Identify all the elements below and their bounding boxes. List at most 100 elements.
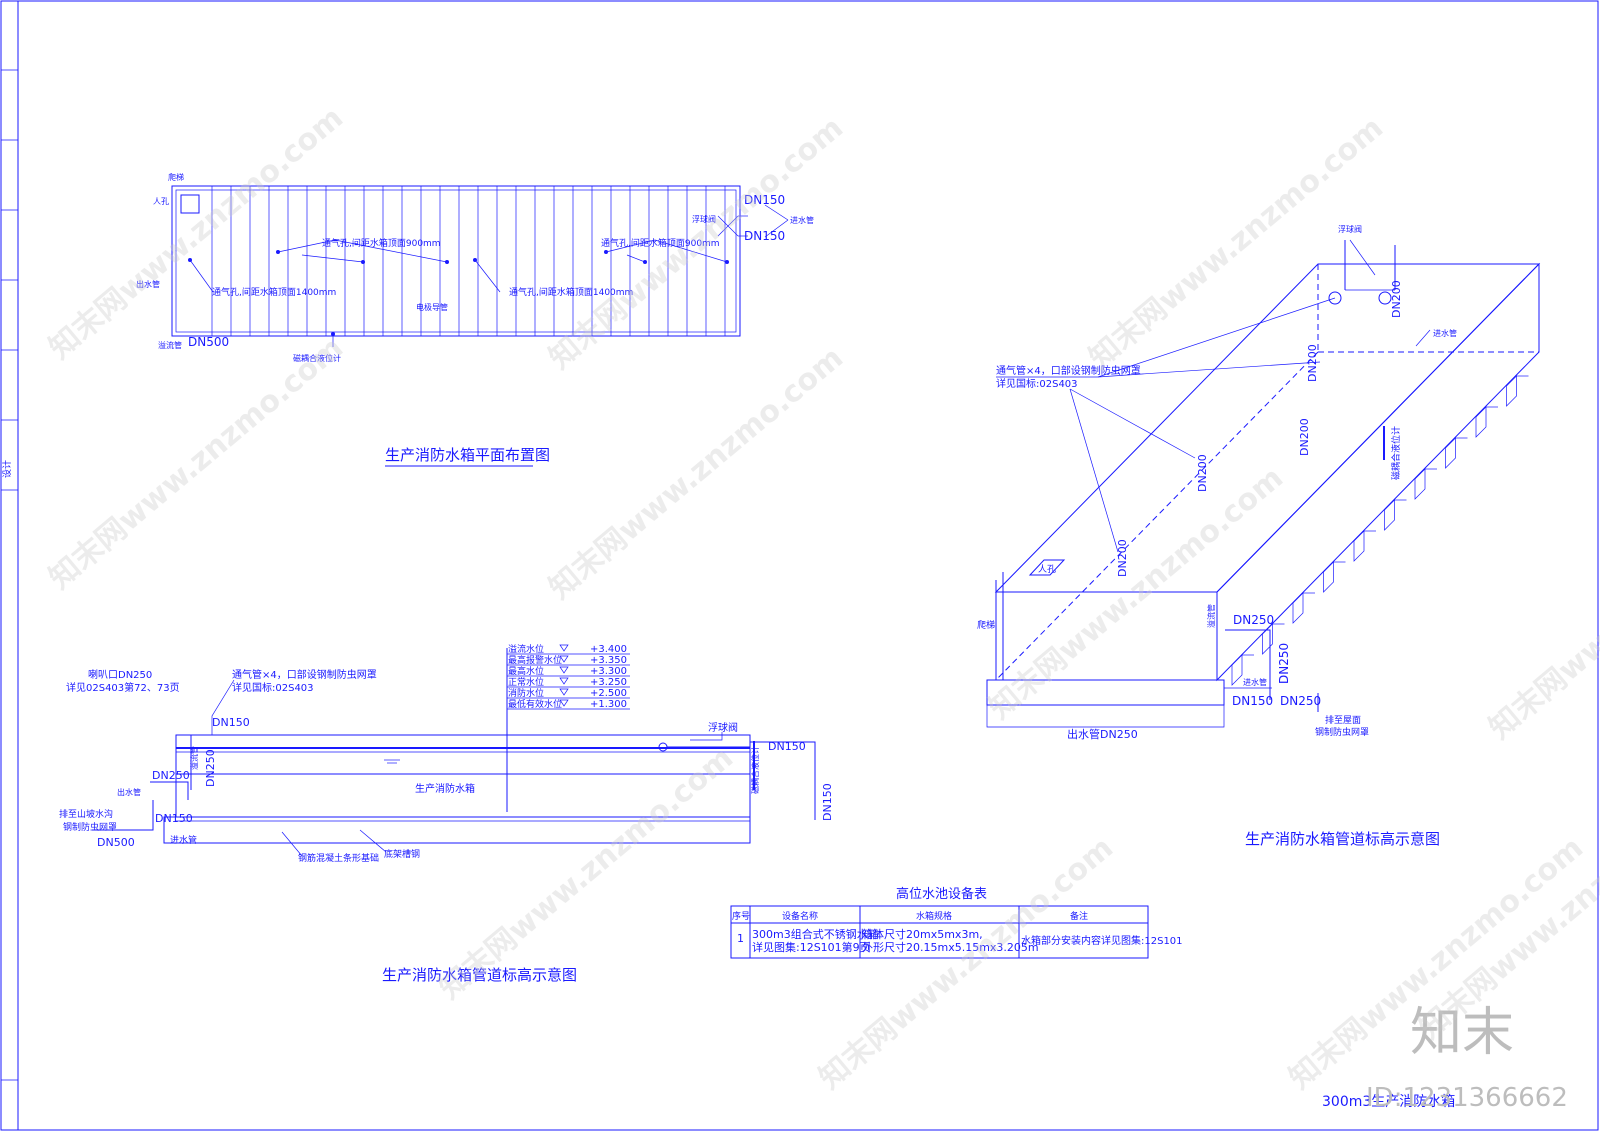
- iso-foundation-block: [1445, 437, 1456, 469]
- watermark-text: 知末网www.znzmo.com: [43, 330, 350, 596]
- table-cell-spec-1: 箱体尺寸20mx5mx3m,: [862, 927, 983, 941]
- table-cell-spec-2: 外形尺寸20.15mx5.15mx3.205m: [862, 940, 1039, 954]
- level-value: +3.250: [590, 677, 627, 688]
- iso-foundation-block: [1506, 375, 1517, 407]
- plan-label-vent-short-2: 通气孔,间距水箱顶面1400mm: [509, 286, 633, 298]
- section-label-dn150-v: DN150: [821, 783, 834, 821]
- iso-label-inlet-lower: 进水管: [1243, 677, 1267, 687]
- iso-label-roof-2: 钢制防虫网罩: [1315, 726, 1369, 738]
- table-cell-name-1: 300m3组合式不锈钢水箱: [752, 927, 879, 941]
- section-label-float-valve: 浮球阀: [708, 721, 738, 734]
- table-header-note: 备注: [1070, 910, 1088, 922]
- level-value: +3.400: [590, 644, 627, 655]
- level-name: 最低有效水位: [508, 698, 562, 710]
- iso-label-dn200-b: DN200: [1298, 418, 1311, 456]
- iso-label-outlet: 出水管DN250: [1067, 727, 1138, 741]
- iso-manhole: [1028, 559, 1066, 576]
- section-label-vent-2: 详见国标:02S403: [232, 681, 314, 694]
- table-cell-no: 1: [737, 932, 744, 945]
- plan-rib-lines: [211, 186, 726, 336]
- plan-tank-inner: [175, 189, 737, 333]
- plan-label-vent-long-2: 通气孔,间距水箱顶面900mm: [601, 237, 720, 249]
- logo: 知末: [1410, 1003, 1514, 1063]
- level-name: 最高水位: [508, 665, 544, 677]
- drawing-id: ID:1231366662: [1366, 1083, 1568, 1113]
- iso-label-dn250-a: DN250: [1233, 613, 1274, 627]
- section-label-dn150-b: DN150: [155, 812, 193, 825]
- iso-vent-note-2: 详见国标:02S403: [996, 377, 1078, 390]
- table-title: 高位水池设备表: [896, 886, 987, 902]
- plan-label-vent-long-1: 通气孔,间距水箱顶面900mm: [322, 237, 441, 249]
- section-label-outlet: 出水管: [117, 787, 141, 797]
- section-label-vent-1: 通气管×4，口部设钢制防虫网罩: [232, 668, 377, 681]
- plan-label-electrode: 电极导管: [416, 302, 448, 312]
- section-label-foundation: 钢筋混凝土条形基础: [298, 852, 379, 864]
- plan-label-manhole: 人孔: [153, 197, 169, 206]
- iso-view: 人孔 爬梯 浮球阀 DN200 进水管 通气管×4，口部设钢制防虫网罩 详见国标…: [977, 224, 1541, 848]
- iso-label-dn150: DN150: [1232, 694, 1273, 708]
- section-label-level-gauge: 磁耦合液位计: [750, 746, 760, 794]
- iso-label-dn200-a: DN200: [1306, 344, 1319, 382]
- iso-foundation-block: [1292, 592, 1304, 624]
- section-view: 溢流水位+3.400最高报警水位+3.350最高水位+3.300正常水位+3.2…: [59, 643, 834, 984]
- section-label-bell-1: 喇叭口DN250: [88, 669, 152, 681]
- level-name: 溢流水位: [508, 643, 544, 655]
- level-marker: [559, 688, 569, 696]
- iso-label-manhole: 人孔: [1038, 564, 1056, 575]
- section-label-dn250: DN250: [152, 769, 190, 782]
- watermark-text: 知末网www.znzmo.com: [543, 340, 850, 606]
- iso-foundation-block: [1323, 561, 1334, 593]
- section-label-dn250-v: DN250: [204, 749, 217, 787]
- iso-foundation-block: [1353, 530, 1365, 562]
- level-marker: [559, 655, 569, 663]
- iso-foundation-block: [1414, 468, 1426, 500]
- plan-label-dn150-b: DN150: [744, 229, 785, 243]
- level-marker: [559, 644, 569, 652]
- plan-view: 爬梯 人孔 出水管 溢流管 DN500 通气孔,间距水箱顶面900mm 通气孔,…: [136, 172, 814, 467]
- iso-vent-note-1: 通气管×4，口部设钢制防虫网罩: [996, 364, 1141, 377]
- level-value: +1.300: [590, 699, 627, 710]
- iso-foundation-block: [1231, 654, 1243, 686]
- plan-title: 生产消防水箱平面布置图: [385, 446, 550, 464]
- iso-label-float-valve: 浮球阀: [1338, 224, 1362, 234]
- iso-foundation-block: [1475, 406, 1487, 438]
- water-level-table: 溢流水位+3.400最高报警水位+3.350最高水位+3.300正常水位+3.2…: [507, 643, 630, 710]
- section-label-drain-2: 钢制防虫网罩: [63, 821, 117, 833]
- iso-foundation-block: [1262, 623, 1273, 655]
- iso-label-dn250-b: DN250: [1277, 643, 1291, 684]
- iso-top-face: [994, 263, 1541, 593]
- iso-label-dn200-c: DN200: [1196, 454, 1209, 492]
- plan-label-ladder: 爬梯: [168, 172, 184, 182]
- level-value: +3.300: [590, 666, 627, 677]
- left-strip-ticks: [1, 69, 18, 1081]
- iso-label-dn200-d: DN200: [1116, 539, 1129, 577]
- plan-label-vent-short-1: 通气孔,间距水箱顶面1400mm: [212, 286, 336, 298]
- table-cell-name-2: 详见图集:12S101第9页: [752, 940, 871, 954]
- section-base: [163, 816, 751, 844]
- table-header-spec: 水箱规格: [916, 910, 952, 922]
- iso-label-inlet: 进水管: [1433, 328, 1457, 338]
- watermark-text: 知末网www.znzmo.com: [43, 100, 350, 366]
- watermark-text: 知末网www.znzmo.com: [813, 830, 1120, 1096]
- sidebar-label: 设计: [1, 460, 13, 478]
- level-marker: [559, 666, 569, 674]
- equipment-table: 高位水池设备表 序号 设备名称 水箱规格 备注 1 300m3组合式不锈钢水箱 …: [730, 886, 1183, 959]
- watermark-text: 知末网www.znzmo.com: [1483, 480, 1600, 746]
- plan-label-outlet: 出水管: [136, 279, 160, 289]
- level-marker: [559, 699, 569, 707]
- section-tank-name: 生产消防水箱: [415, 782, 475, 795]
- iso-label-roof-1: 排至屋面: [1325, 714, 1361, 726]
- iso-foundation-block: [1384, 499, 1395, 531]
- section-label-overflow: 溢流管: [189, 746, 199, 770]
- inner-frame: [17, 0, 1599, 1131]
- iso-label-overflow: 溢流管: [1206, 604, 1216, 628]
- table-cell-note: 水箱部分安装内容详见图集:12S101: [1021, 934, 1183, 947]
- level-name: 最高报警水位: [508, 654, 562, 666]
- plan-label-dn150-a: DN150: [744, 193, 785, 207]
- watermark-text: 知末网www.znzmo.com: [433, 740, 740, 1006]
- iso-foundation-blocks: [1231, 375, 1529, 686]
- section-label-drain-1: 排至山坡水沟: [59, 808, 113, 820]
- section-label-inlet: 进水管: [170, 834, 197, 846]
- plan-manhole-box: [180, 194, 200, 214]
